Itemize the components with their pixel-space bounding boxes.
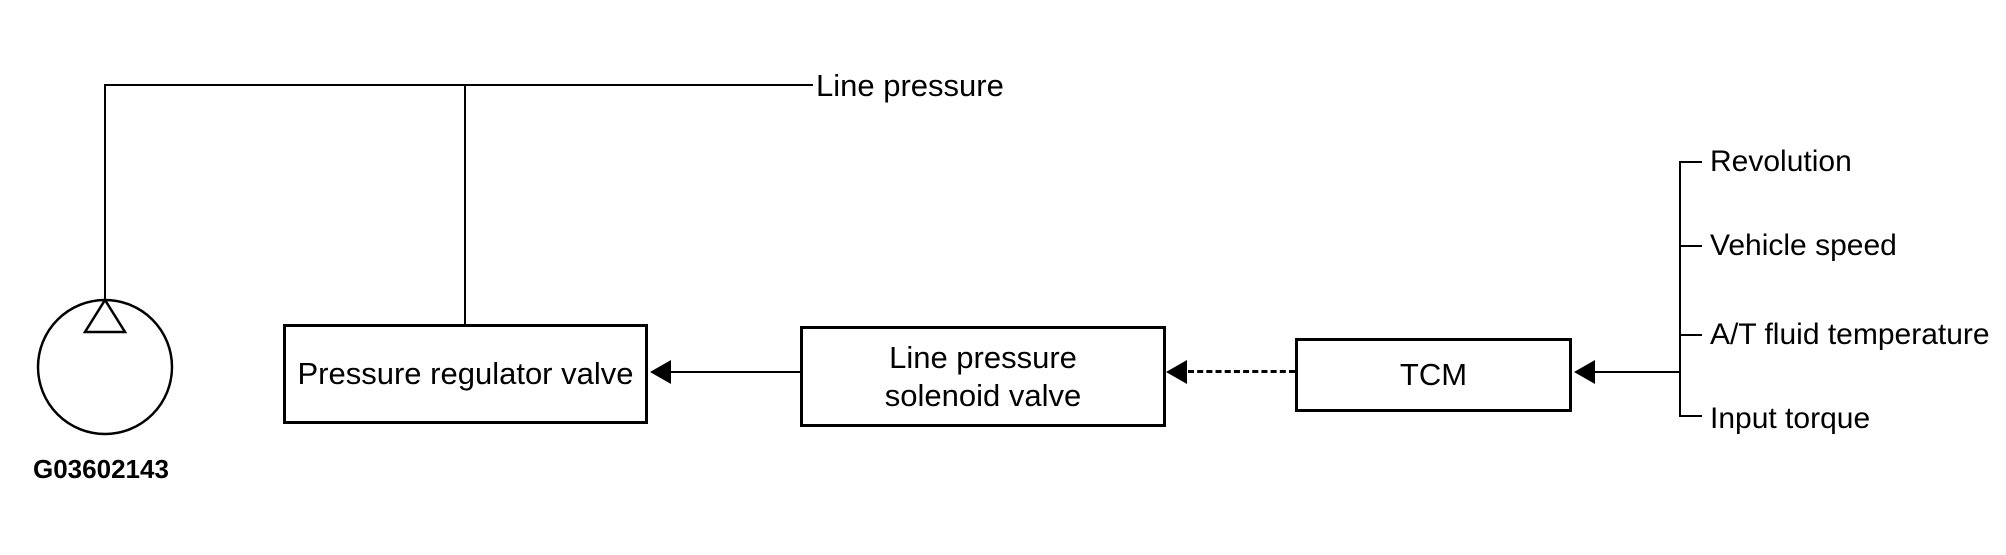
input-label-input-torque: Input torque — [1710, 402, 1871, 435]
tcm-to-solenoid-dashed-arrow-line — [1188, 370, 1295, 373]
input-tick — [1679, 161, 1702, 163]
pump-drop-line — [104, 84, 106, 301]
pressure-regulator-valve-box: Pressure regulator valve — [283, 324, 648, 424]
tcm-box: TCM — [1295, 338, 1572, 412]
tcm-label: TCM — [1399, 357, 1468, 392]
input-label-vehicle-speed: Vehicle speed — [1710, 229, 1897, 262]
arrowhead-left-icon — [1166, 360, 1187, 384]
input-label-at-fluid-temperature: A/T fluid temperature — [1710, 318, 1990, 351]
tcm-input-bus-line — [1679, 161, 1681, 417]
line-pressure-feed-line — [104, 84, 813, 86]
figure-id-label: G03602143 — [33, 454, 169, 484]
input-tick — [1679, 245, 1702, 247]
arrowhead-left-icon — [650, 360, 671, 384]
regulator-drop-line — [464, 84, 466, 324]
solenoid-to-regulator-arrow-line — [669, 371, 800, 373]
input-tick — [1679, 415, 1702, 417]
input-label-revolution: Revolution — [1710, 145, 1852, 178]
inputs-to-tcm-arrow-line — [1594, 371, 1680, 373]
input-tick — [1679, 334, 1702, 336]
pressure-regulator-valve-label: Pressure regulator valve — [297, 356, 634, 391]
line-pressure-solenoid-valve-box: Line pressure solenoid valve — [800, 326, 1166, 427]
oil-pump-icon — [36, 297, 174, 436]
arrowhead-left-icon — [1574, 360, 1595, 384]
line-pressure-solenoid-valve-label: Line pressure solenoid valve — [884, 339, 1082, 413]
line-pressure-label: Line pressure — [816, 68, 1004, 103]
